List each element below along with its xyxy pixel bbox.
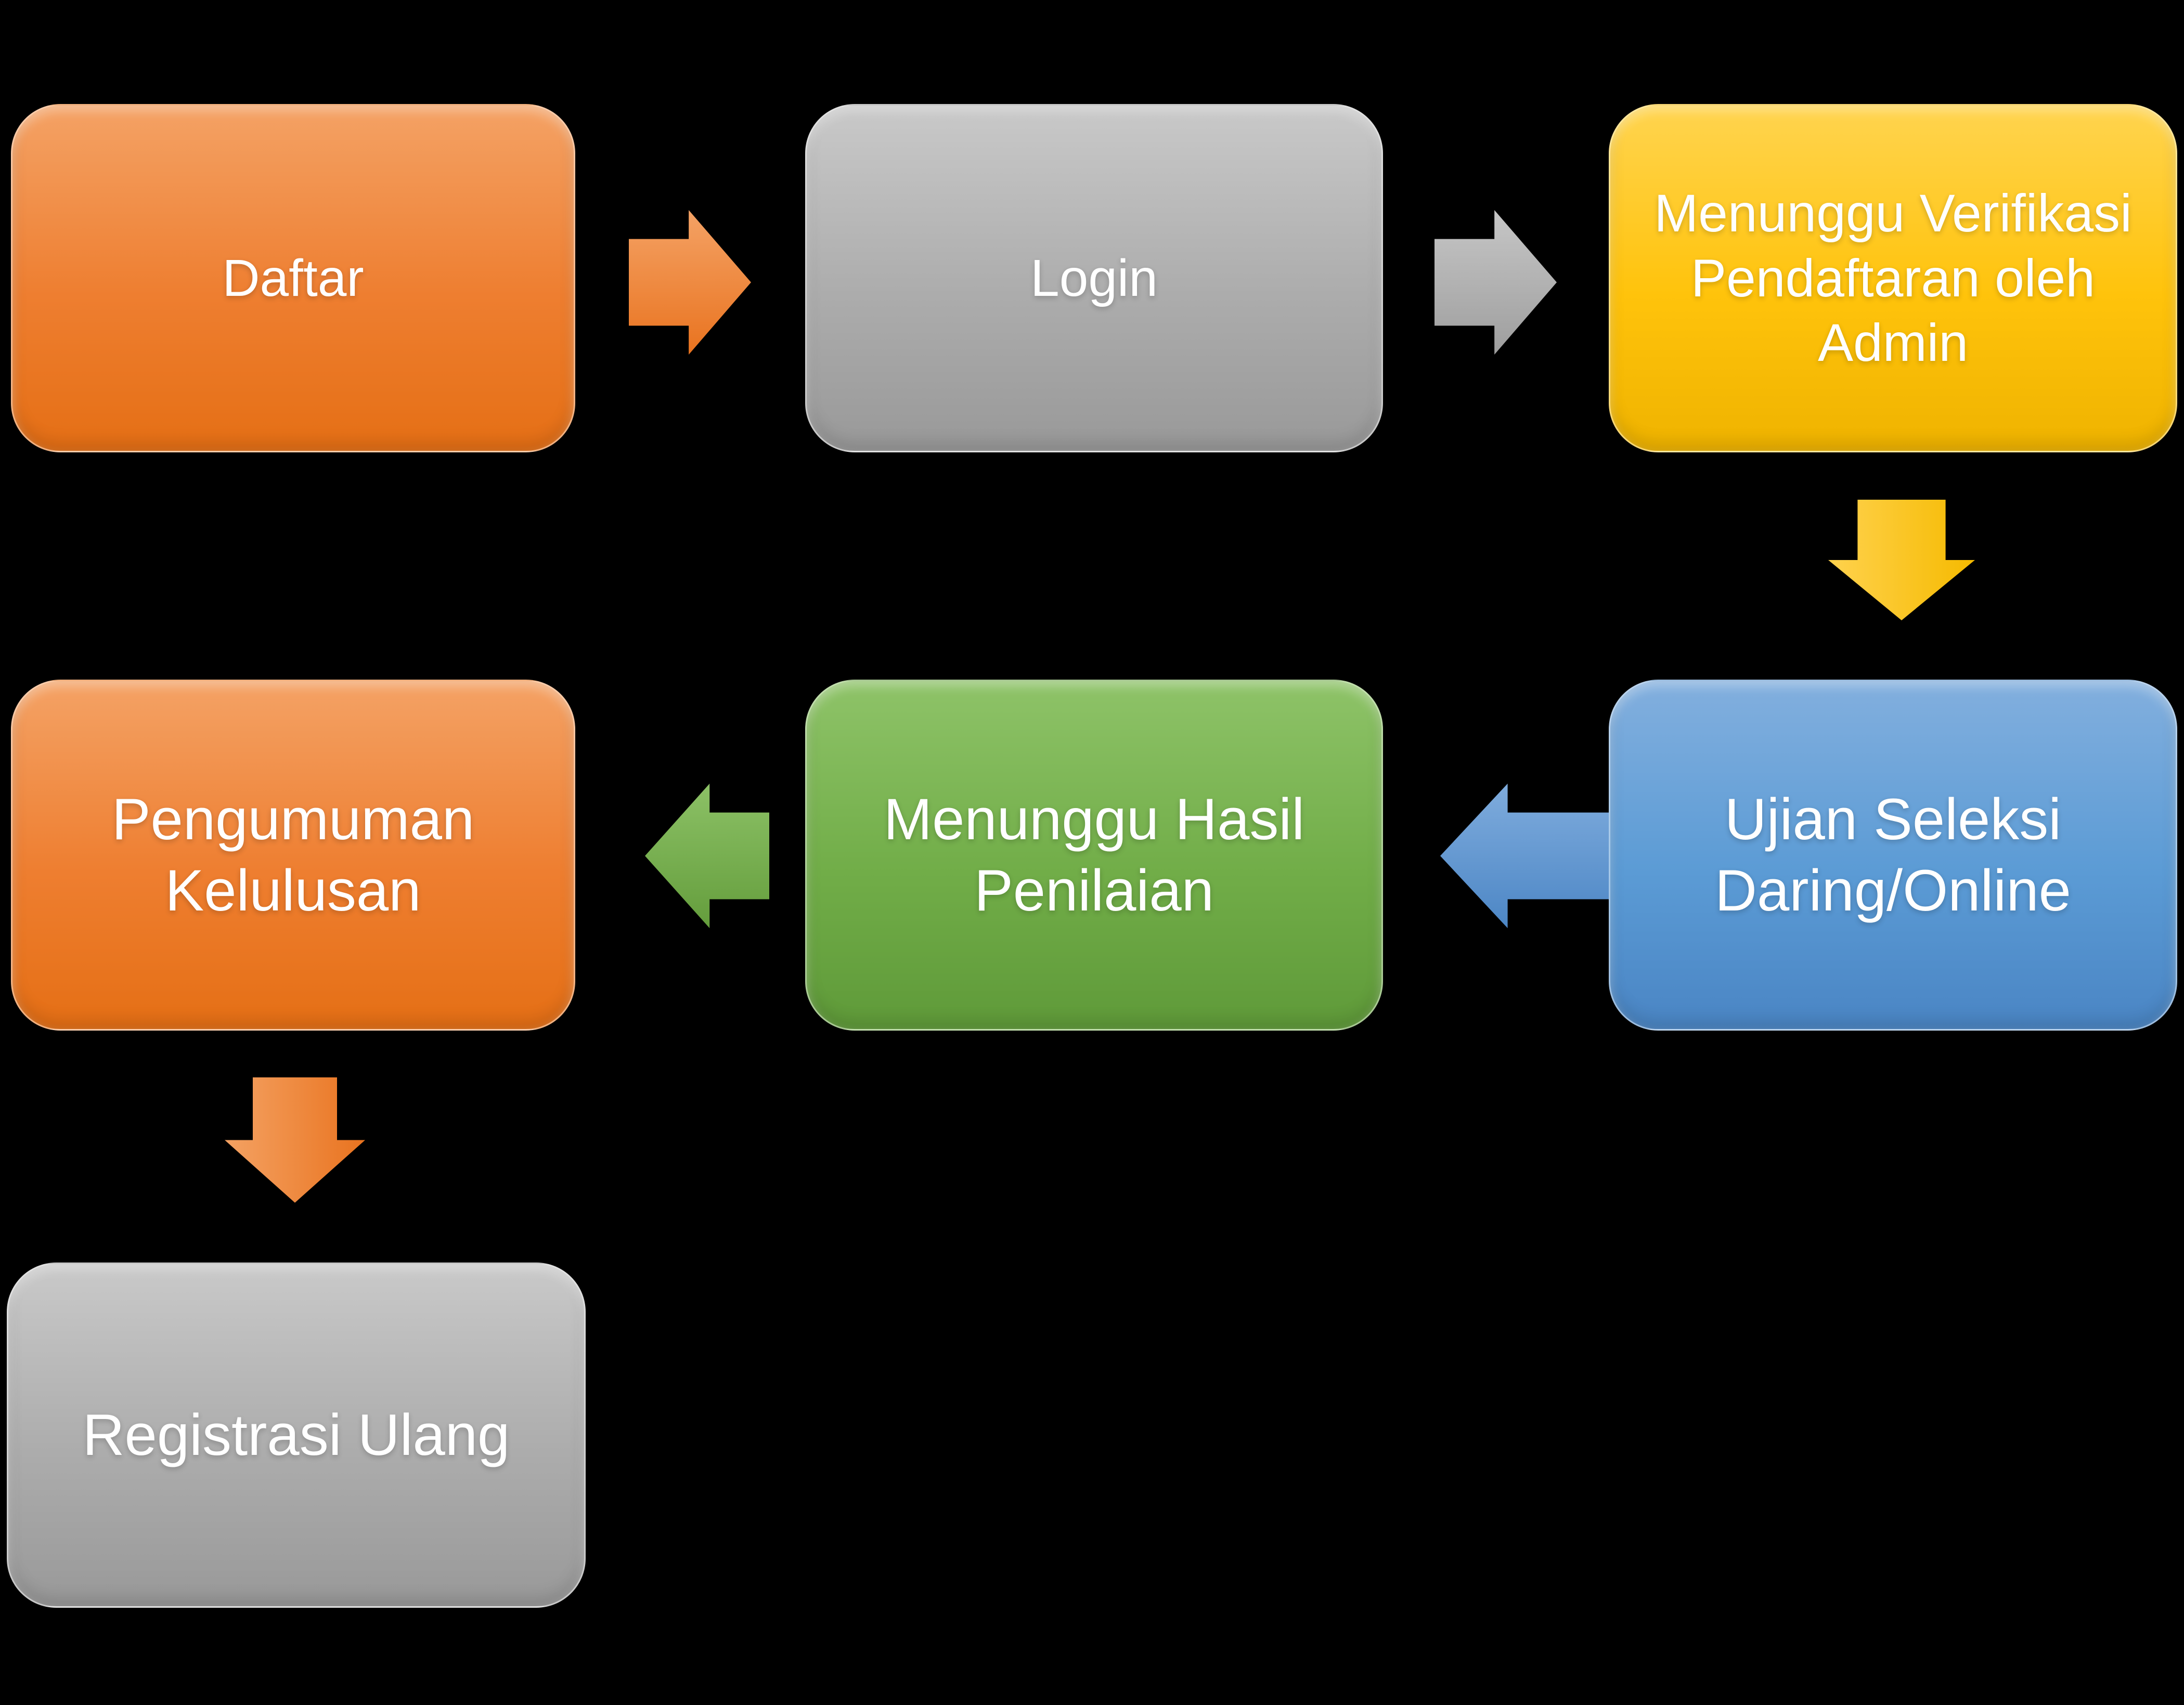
flow-node-verifikasi-label: Menunggu Verifikasi Pendaftaran oleh Adm… (1654, 184, 2132, 373)
arrow-verifikasi-to-ujian-icon (1828, 500, 1975, 620)
flow-node-hasil-label: Menunggu Hasil Penilaian (883, 786, 1305, 923)
flow-node-pengumuman: Pengumuman Kelulusan (11, 680, 575, 1031)
arrow-hasil-to-pengumuman-icon (645, 784, 769, 928)
flow-node-login-label: Login (1030, 249, 1158, 307)
arrow-pengumuman-to-registrasi-icon (225, 1077, 365, 1203)
flow-node-hasil: Menunggu Hasil Penilaian (805, 680, 1383, 1031)
arrow-ujian-to-hasil-icon (1440, 784, 1609, 928)
flow-node-daftar: Daftar (11, 104, 575, 452)
flow-node-ujian: Ujian Seleksi Daring/Online (1609, 680, 2177, 1031)
flow-node-ujian-label: Ujian Seleksi Daring/Online (1715, 786, 2071, 923)
arrow-daftar-to-login-icon (629, 210, 751, 355)
arrow-login-to-verifikasi-icon (1435, 210, 1557, 355)
flow-node-registrasi-label: Registrasi Ulang (82, 1402, 510, 1467)
flow-node-login: Login (805, 104, 1383, 452)
flow-node-registrasi: Registrasi Ulang (7, 1263, 586, 1608)
flow-node-daftar-label: Daftar (222, 249, 364, 307)
flow-node-pengumuman-label: Pengumuman Kelulusan (111, 786, 475, 923)
flow-node-verifikasi: Menunggu Verifikasi Pendaftaran oleh Adm… (1609, 104, 2177, 452)
